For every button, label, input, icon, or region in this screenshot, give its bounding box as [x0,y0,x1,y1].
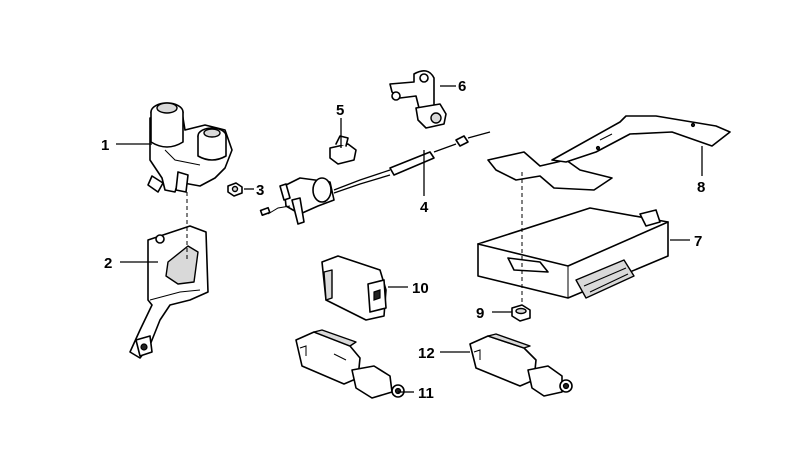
callout-5: 5 [336,102,344,119]
callout-4: 4 [420,199,429,216]
leader-lines [116,85,703,393]
part-7-control-module[interactable] [477,207,669,299]
callout-10: 10 [412,280,429,297]
part-4-cable[interactable] [259,131,491,225]
callout-12: 12 [418,345,435,362]
callout-6: 6 [458,78,466,95]
part-6-cable-bracket[interactable] [389,70,447,129]
part-3-nut[interactable] [227,182,243,197]
part-1-actuator[interactable] [147,102,233,193]
callout-8: 8 [697,179,705,196]
callout-11: 11 [418,385,434,402]
callout-9: 9 [476,305,484,322]
part-5-clip[interactable] [329,135,357,165]
part-12-relay[interactable] [469,333,573,397]
callout-3: 3 [256,182,264,199]
part-2-bracket[interactable] [129,225,209,359]
part-8-mounting-plate[interactable] [487,115,731,191]
callout-1: 1 [101,137,109,154]
callout-2: 2 [104,255,112,272]
part-11-relay[interactable] [295,329,405,399]
part-10-switch[interactable] [321,255,387,321]
callout-7: 7 [694,233,702,250]
part-9-nut[interactable] [511,304,531,322]
